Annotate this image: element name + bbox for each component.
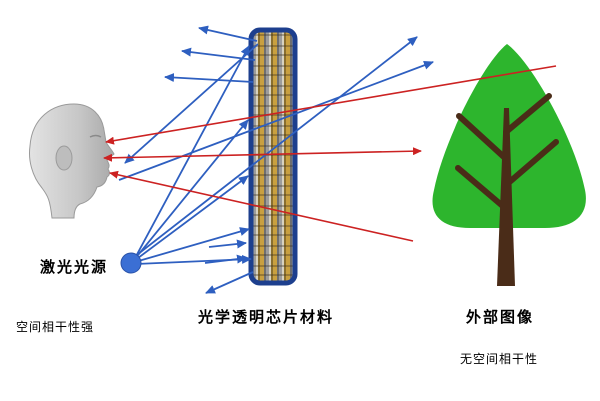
branch	[503, 139, 559, 188]
branch	[456, 113, 508, 161]
label-spatial-coherence-strong: 空间相干性强	[16, 320, 95, 334]
red-ray-middle	[103, 147, 422, 162]
laser-fan-2	[133, 119, 249, 261]
tree-trunk	[497, 108, 515, 286]
eye	[89, 134, 102, 138]
ray-into-chip-1	[208, 239, 247, 249]
label-laser-source: 激光光源	[40, 258, 109, 276]
branch	[503, 93, 552, 135]
tree	[432, 44, 586, 286]
red-rays	[103, 65, 557, 242]
laser-source-dot	[120, 252, 142, 274]
red-ray-lower	[109, 170, 414, 242]
label-chip-material: 光学透明芯片材料	[198, 308, 335, 326]
tree-branches	[455, 93, 559, 211]
branch	[455, 165, 508, 211]
red-ray-upper	[105, 65, 557, 145]
ray-out-bottom	[205, 271, 254, 294]
ray-upleft-1	[198, 25, 258, 42]
label-no-spatial-coherence: 无空间相干性	[460, 352, 539, 366]
ray-to-eye	[124, 43, 259, 164]
laser-fan-4	[134, 227, 250, 263]
human-head	[29, 103, 115, 219]
chip-strip	[248, 27, 298, 286]
ray-upleft-3	[164, 73, 254, 83]
label-external-image: 外部图像	[466, 308, 535, 326]
laser-fan-3	[133, 175, 249, 262]
ear	[55, 145, 73, 171]
ray-into-chip-2	[204, 254, 247, 264]
